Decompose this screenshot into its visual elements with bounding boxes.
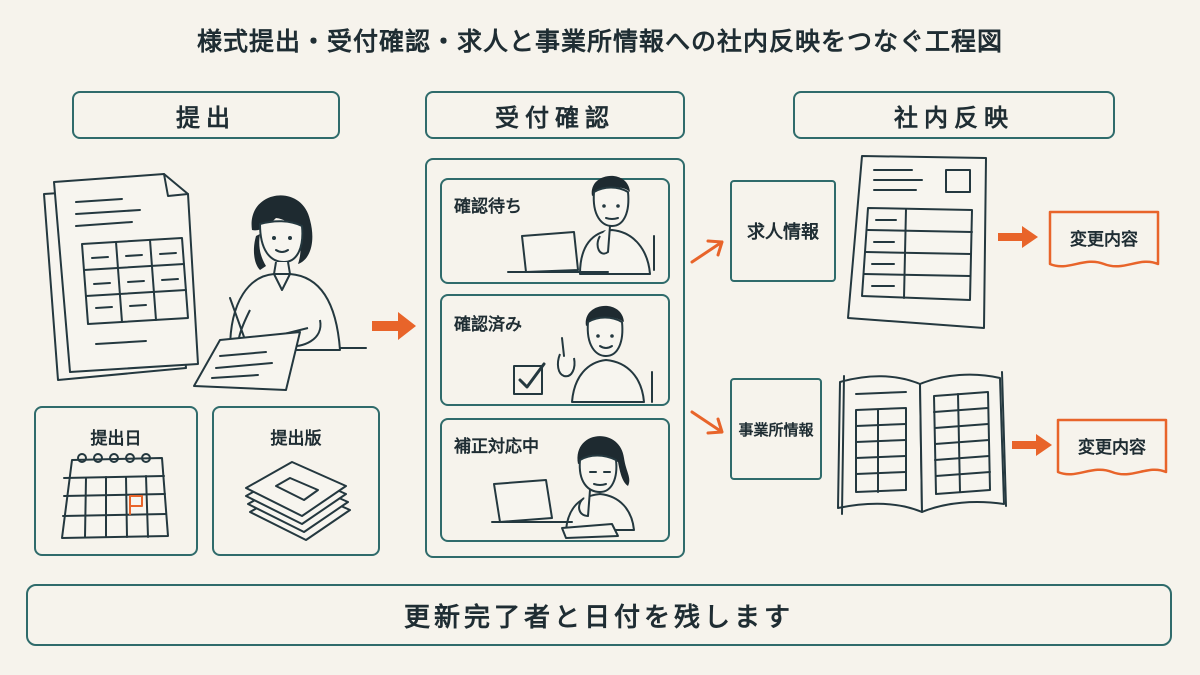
diagram-title: 様式提出・受付確認・求人と事業所情報への社内反映をつなぐ工程図 bbox=[196, 27, 1003, 56]
flow-arrow-to-job-info bbox=[690, 239, 724, 264]
person-thinking-laptop-icon bbox=[507, 175, 655, 275]
submission-date-label: 提出日 bbox=[90, 429, 142, 449]
flow-arrow-to-office-info bbox=[690, 410, 724, 435]
person-writing-icon bbox=[193, 195, 367, 391]
calendar-icon bbox=[61, 453, 169, 539]
office-info-binder-icon bbox=[837, 371, 1007, 515]
target-office-info: 事業所情報 bbox=[730, 378, 822, 480]
change-tag-job: 変更内容 bbox=[1070, 229, 1138, 250]
job-posting-form-icon bbox=[847, 155, 987, 329]
change-tag-office: 変更内容 bbox=[1078, 437, 1146, 458]
flow-arrow-to-job-change bbox=[998, 226, 1038, 248]
person-approving-icon bbox=[556, 305, 653, 403]
file-binder-stack-icon bbox=[245, 461, 351, 541]
state-label-pending: 確認待ち bbox=[454, 197, 522, 217]
submitted-version-label: 提出版 bbox=[270, 429, 322, 449]
header-reflect: 社内反映 bbox=[793, 91, 1115, 139]
change-tag-job-shape bbox=[1048, 210, 1160, 268]
header-review: 受付確認 bbox=[425, 91, 685, 139]
footer-note: 更新完了者と日付を残します bbox=[26, 584, 1172, 646]
flow-arrow-to-review bbox=[372, 312, 416, 340]
target-job-info: 求人情報 bbox=[730, 180, 836, 282]
flow-arrow-to-office-change bbox=[1012, 434, 1052, 456]
header-submit: 提出 bbox=[72, 91, 340, 139]
state-label-confirmed: 確認済み bbox=[454, 315, 522, 335]
checkbox-checked-icon bbox=[513, 362, 546, 395]
document-stack-icon bbox=[43, 173, 199, 381]
change-tag-office-shape bbox=[1056, 418, 1168, 476]
person-correcting-laptop-icon bbox=[491, 436, 635, 539]
state-label-correcting: 補正対応中 bbox=[454, 437, 539, 457]
